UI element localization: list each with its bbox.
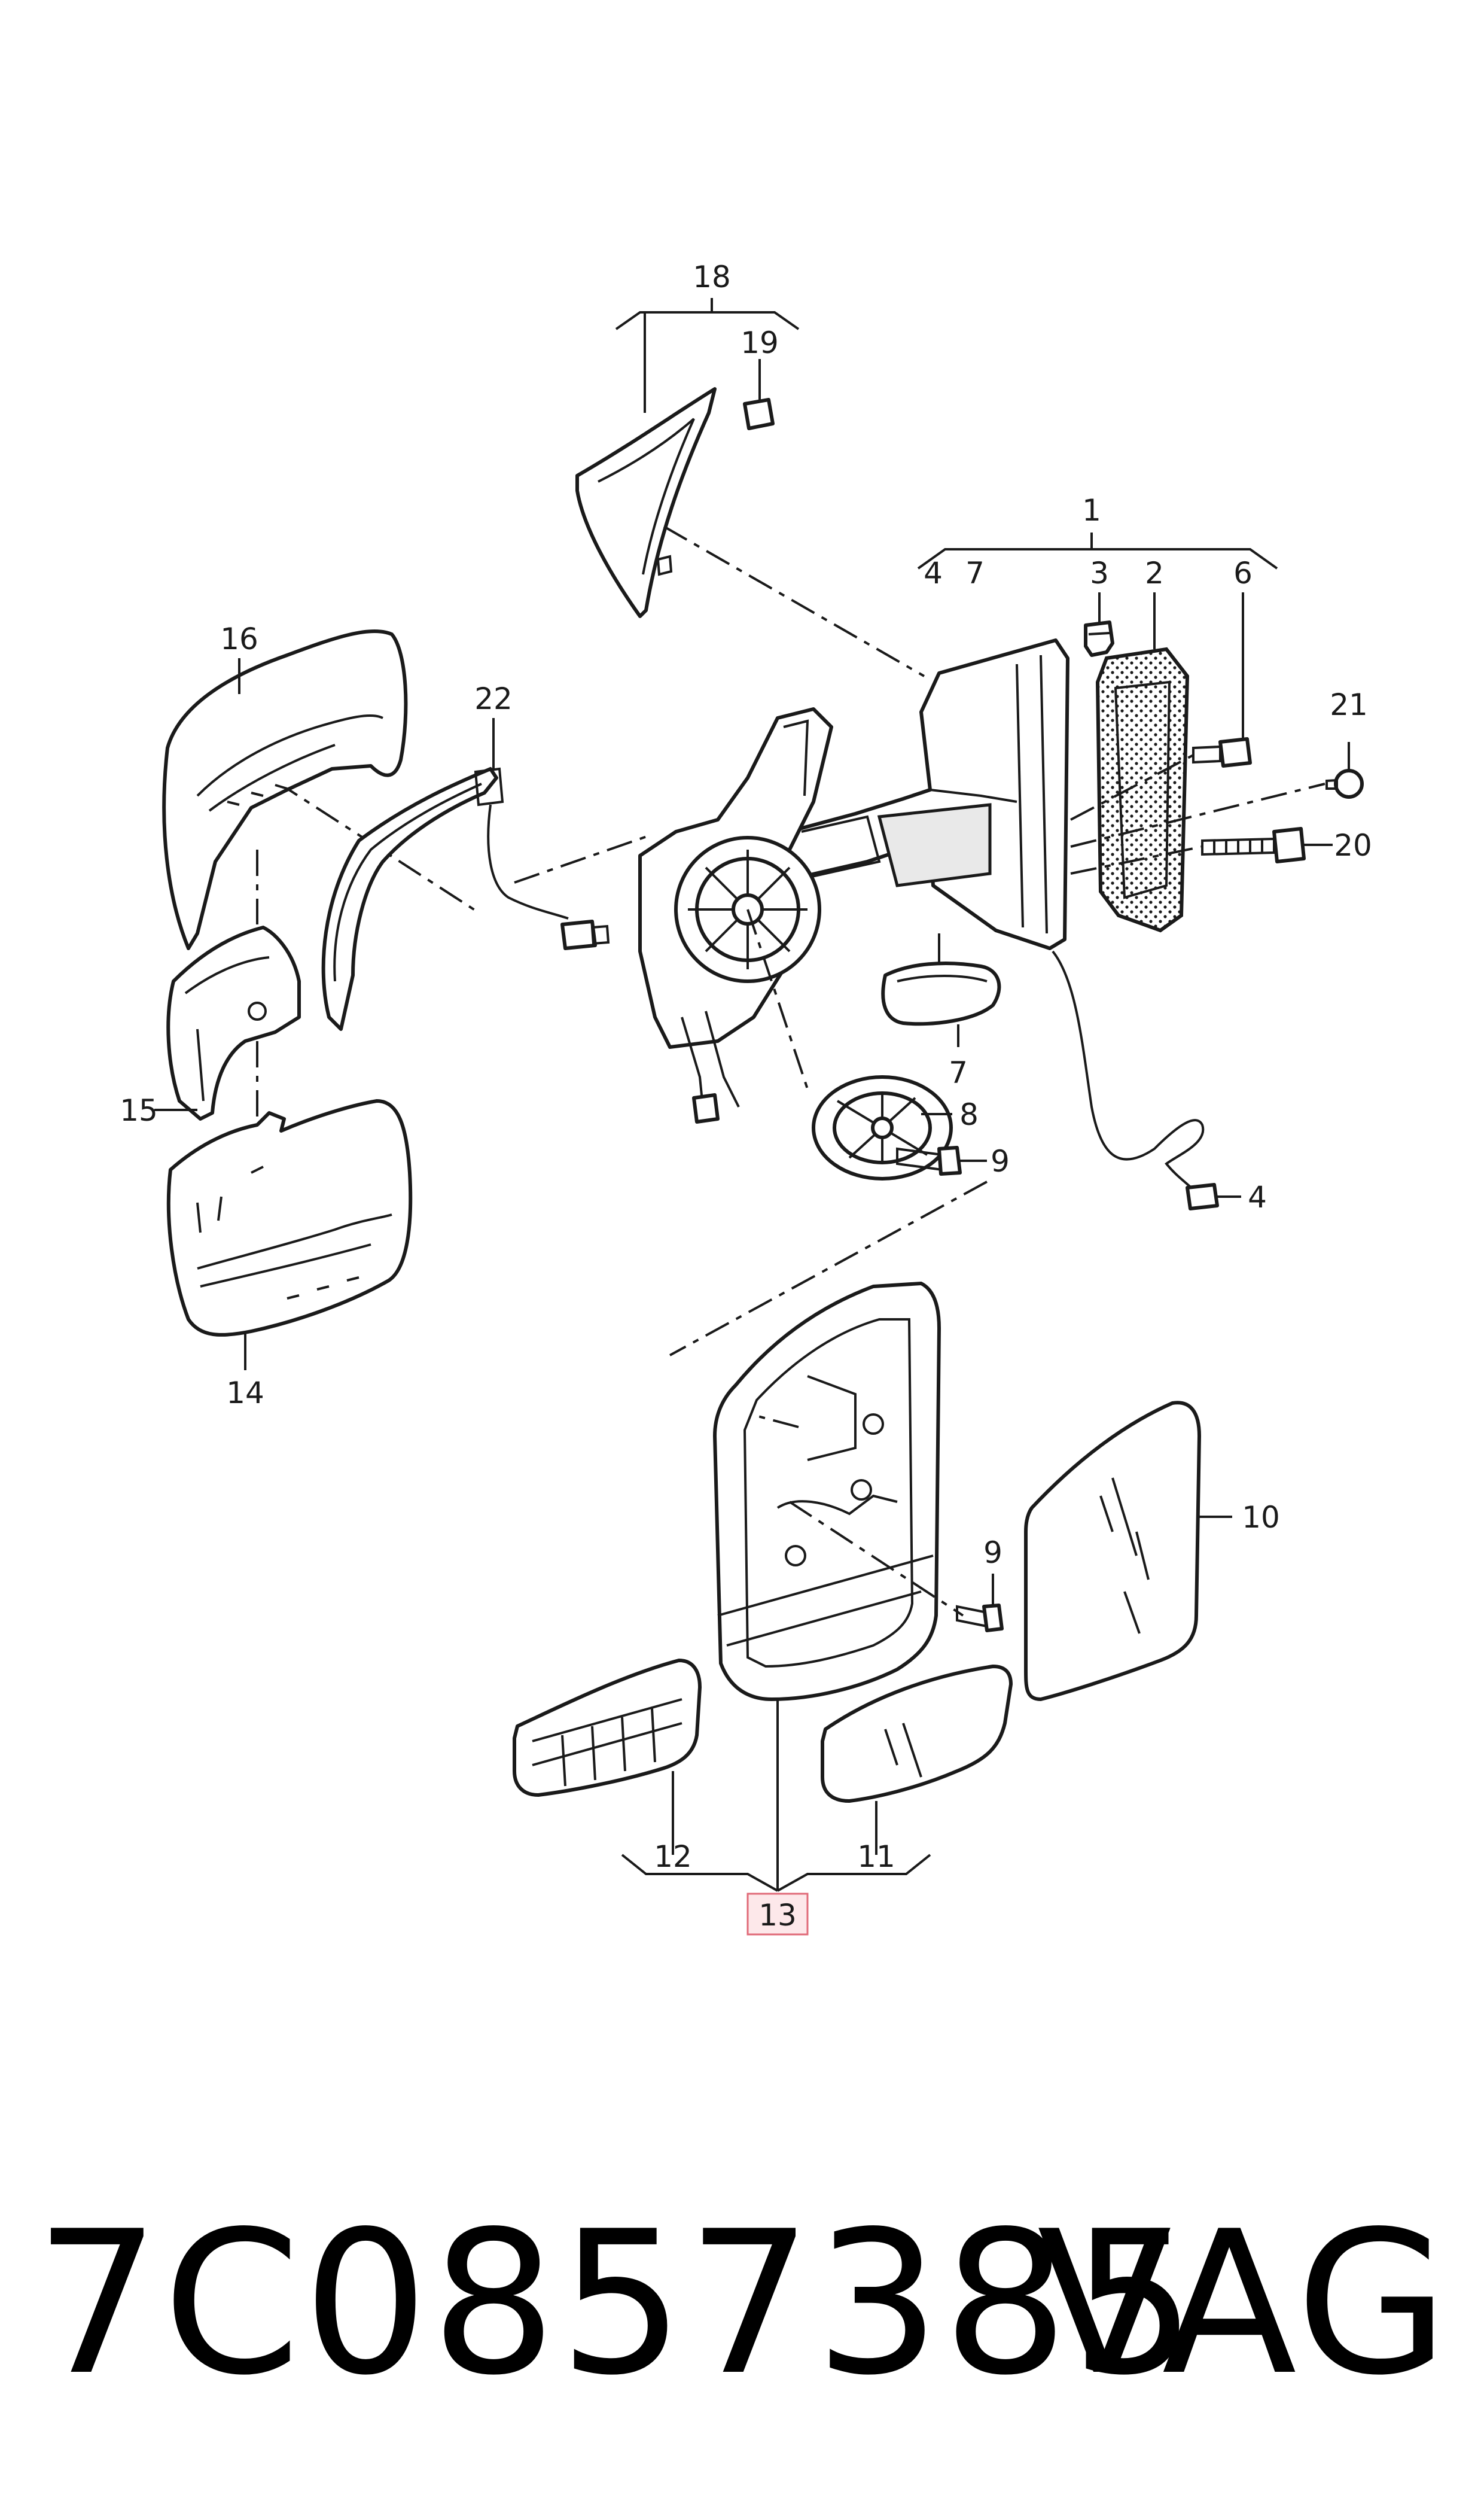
callout-13-highlight: 13 <box>746 1893 809 1936</box>
footer: 7C0857385 VAG <box>0 2178 1484 2453</box>
part-13-glass-carrier <box>713 1282 941 1701</box>
callout-14: 14 <box>226 1376 264 1410</box>
callout-7-top: 7 <box>965 556 985 591</box>
part-6-screw <box>1192 737 1252 768</box>
callout-4-top: 4 <box>924 556 943 591</box>
callout-9-bottom: 9 <box>983 1535 1002 1570</box>
callout-labels: 18 19 1 4 7 3 2 6 21 20 16 22 7 8 9 4 15… <box>120 260 1372 1936</box>
callout-21: 21 <box>1330 687 1368 722</box>
callout-4-bottom: 4 <box>1248 1180 1267 1215</box>
callout-11: 11 <box>857 1839 895 1874</box>
part-18-trim-cover <box>575 387 717 618</box>
part-10-mirror-glass <box>1024 1401 1201 1701</box>
part-12-side-marker <box>513 1659 702 1797</box>
callout-7-bottom: 7 <box>949 1055 968 1090</box>
callout-9-top: 9 <box>991 1144 1010 1179</box>
bracket-18 <box>615 298 800 330</box>
callout-2: 2 <box>1145 556 1164 591</box>
callout-12: 12 <box>654 1839 692 1874</box>
bracket-1 <box>917 533 1278 570</box>
part-1-mirror-arm <box>776 638 1069 950</box>
part-9-screw-lower <box>956 1604 1004 1632</box>
part-9-screw-upper <box>896 1146 962 1176</box>
part-number: 7C0857385 <box>35 2189 1199 2418</box>
part-15-base-bracket <box>166 926 301 1121</box>
part-8-adjustment-motor <box>812 1075 953 1181</box>
part-7-indicator-light <box>881 962 1001 1026</box>
part-22-trim-strip <box>321 767 610 1031</box>
part-3-clip <box>1084 620 1114 657</box>
part-11-blind-spot-glass <box>821 1665 1013 1803</box>
callout-15: 15 <box>120 1093 158 1128</box>
callout-18: 18 <box>693 260 731 294</box>
callout-13: 13 <box>758 1898 797 1933</box>
callout-20: 20 <box>1334 828 1372 863</box>
part-2-heating-plate <box>1095 647 1190 933</box>
mirror-motor-bracket <box>638 707 833 1124</box>
callout-6: 6 <box>1233 556 1253 591</box>
part-19-clip <box>743 359 775 430</box>
callout-1: 1 <box>1082 493 1101 528</box>
bracket-13 <box>621 1854 931 1892</box>
part-21-nut <box>1325 769 1364 799</box>
part-16-mirror-cap <box>162 629 408 950</box>
part-4-wiring-harness <box>1052 950 1219 1210</box>
callout-16: 16 <box>220 622 258 656</box>
exploded-mirror-diagram: 18 19 1 4 7 3 2 6 21 20 16 22 7 8 9 4 15… <box>120 260 1372 1936</box>
callout-8: 8 <box>959 1097 979 1132</box>
callout-3: 3 <box>1090 556 1109 591</box>
callout-19: 19 <box>741 325 779 360</box>
callout-10: 10 <box>1242 1500 1280 1535</box>
brand-name: VAG <box>1037 2189 1451 2418</box>
part-20-bolt <box>1201 827 1306 863</box>
callout-22: 22 <box>474 682 513 716</box>
part-14-mirror-housing <box>166 1099 413 1337</box>
